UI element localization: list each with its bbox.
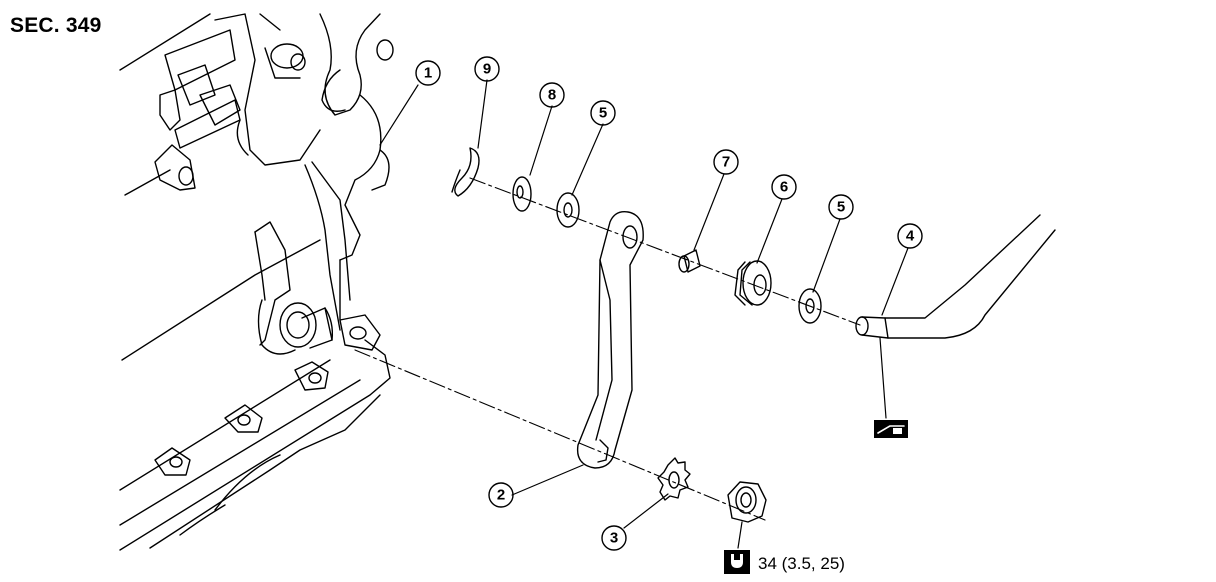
callout-5b: 5	[837, 199, 845, 216]
torque-spec-label: 34 (3.5, 25)	[758, 554, 845, 573]
callout-8: 8	[548, 87, 556, 104]
callout-2: 2	[497, 487, 505, 504]
callout-9-circle	[474, 56, 500, 82]
callout-4: 4	[906, 228, 915, 245]
lock-nut-part	[727, 481, 767, 523]
control-lever-part	[576, 211, 644, 469]
callout-3: 3	[610, 530, 618, 547]
callout-9: 9	[483, 61, 491, 78]
assembly-axis-lines	[354, 177, 861, 521]
section-label: SEC. 349	[10, 14, 102, 37]
callout-8-circle	[539, 82, 565, 108]
callout-circles	[415, 56, 923, 551]
callout-3-circle	[601, 525, 627, 551]
callout-2-circle	[488, 482, 514, 508]
callout-5b-circle	[828, 194, 854, 220]
plain-washer-part-left	[556, 192, 580, 228]
plain-washer-part-right	[798, 288, 822, 324]
callout-6: 6	[780, 179, 788, 196]
transmission-case	[119, 13, 394, 551]
callout-6-circle	[771, 174, 797, 200]
callout-1: 1	[424, 65, 432, 82]
lock-washer-part	[657, 457, 691, 501]
callout-1-circle	[415, 60, 441, 86]
leader-lines	[379, 79, 909, 549]
callout-5a-circle	[590, 100, 616, 126]
callout-7-circle	[713, 149, 739, 175]
torque-wrench-icon	[724, 550, 750, 574]
callout-7: 7	[722, 154, 730, 171]
collar-part	[678, 249, 701, 273]
callout-5a: 5	[599, 105, 607, 122]
bushing-part	[734, 260, 772, 306]
washer-part	[512, 176, 532, 212]
control-rod-part	[855, 214, 1056, 339]
callout-4-circle	[897, 223, 923, 249]
lock-pin-part	[451, 147, 480, 197]
grease-apply-icon	[874, 420, 908, 438]
